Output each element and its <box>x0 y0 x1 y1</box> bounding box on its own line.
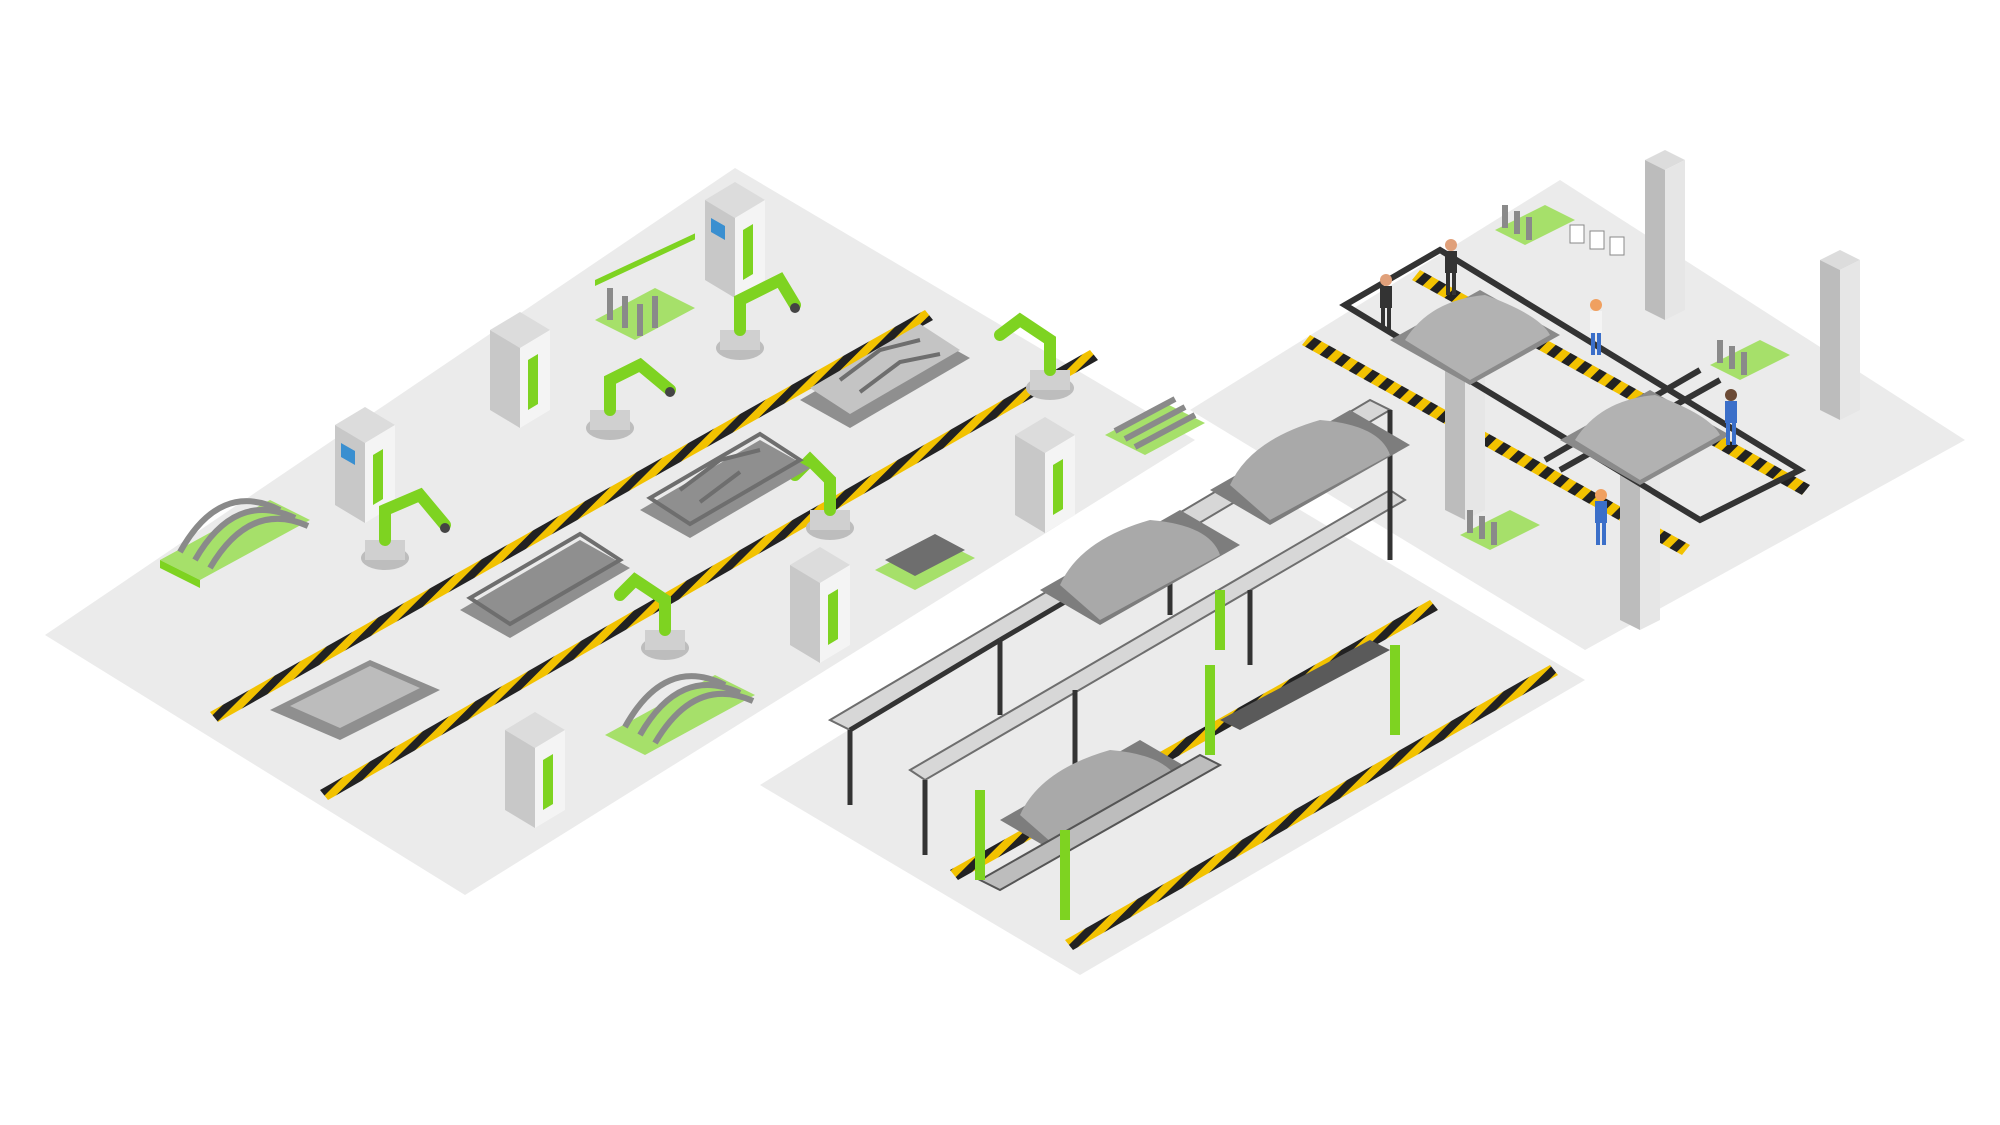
bins <box>1569 224 1625 256</box>
hazard-stripe <box>210 310 933 722</box>
control-cabinet <box>705 182 765 298</box>
parts-rack <box>1460 510 1540 550</box>
worker <box>1725 389 1737 445</box>
parts-rack <box>605 673 755 755</box>
lift-car <box>1000 740 1200 855</box>
car-body-frame <box>460 531 630 638</box>
overhead-conveyor <box>827 398 1410 920</box>
parts-rack <box>875 534 975 590</box>
robot-arm <box>586 357 676 440</box>
parts-rack <box>1105 396 1205 455</box>
car-body-frame <box>800 324 970 428</box>
assembly-area <box>1339 150 1860 630</box>
hazard-stripe <box>320 350 1098 800</box>
worker <box>1380 274 1392 330</box>
conveyor-floor <box>760 480 1585 975</box>
control-cabinet <box>1015 417 1075 533</box>
assembly-car <box>1390 290 1560 385</box>
conveyor-car <box>1040 510 1240 625</box>
welding-shop <box>160 182 1205 828</box>
pillar <box>1645 150 1685 320</box>
parts-rack <box>595 233 695 340</box>
parts-rack <box>160 498 310 588</box>
worker <box>1595 489 1607 545</box>
parts-rack <box>1710 340 1790 380</box>
robot-arm <box>716 272 801 360</box>
parts-rack <box>1495 205 1575 245</box>
conveyor-car <box>1210 410 1410 525</box>
car-body-frame <box>640 431 810 538</box>
robot-arm <box>994 312 1074 400</box>
control-cabinet <box>490 312 550 428</box>
robot-arm <box>361 487 451 570</box>
assembly-car <box>1560 390 1730 485</box>
worker <box>1590 299 1602 355</box>
lift-platform <box>975 590 1400 920</box>
hazard-stripe <box>1302 335 1690 555</box>
control-cabinet <box>335 407 395 523</box>
robot-arm <box>614 572 689 660</box>
control-cabinet <box>790 547 850 663</box>
hazard-stripe <box>1065 665 1558 950</box>
control-cabinet <box>505 712 565 828</box>
car-floor-pan <box>270 660 440 740</box>
worker <box>1445 239 1457 295</box>
pillar <box>1820 250 1860 420</box>
conveyor-rail <box>908 488 1407 782</box>
